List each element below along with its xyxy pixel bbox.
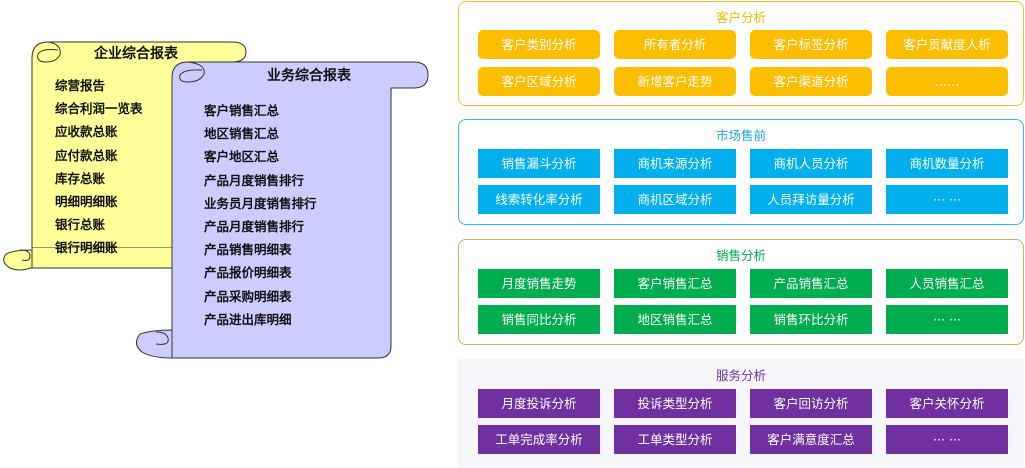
enterprise-report-item[interactable]: 综合利润一览表 (55, 101, 143, 117)
report-scrolls-graphic (3, 41, 429, 359)
business-report-item[interactable]: 产品进出库明细 (204, 311, 292, 327)
analysis-tile[interactable]: 客户标签分析 (750, 30, 872, 59)
enterprise-report-item[interactable]: 综营报告 (55, 78, 106, 93)
analysis-tile[interactable]: 客户渠道分析 (750, 67, 872, 96)
analysis-tile[interactable]: 客户回访分析 (750, 389, 872, 418)
analysis-tile[interactable]: 客户关怀分析 (886, 389, 1008, 418)
analysis-tile[interactable]: 新增客户走势 (614, 67, 736, 96)
market-presales-panel: 市场售前 销售漏斗分析 商机来源分析 商机人员分析 商机数量分析 线索转化率分析… (458, 119, 1024, 225)
more-tile[interactable]: …… (886, 67, 1008, 96)
analysis-tile[interactable]: 线索转化率分析 (478, 185, 600, 214)
enterprise-report-item[interactable]: 银行明细账 (55, 240, 118, 256)
analysis-tile[interactable]: 客户贡献度人析 (886, 30, 1008, 59)
enterprise-report-list: 综营报告 综合利润一览表 应收款总账 应付款总账 库存总账 明细明细账 银行总账… (55, 74, 143, 260)
analysis-tile[interactable]: 工单完成率分析 (478, 425, 600, 454)
analysis-tile[interactable]: 商机人员分析 (750, 149, 872, 178)
analysis-tile[interactable]: 销售漏斗分析 (478, 149, 600, 178)
analysis-tile[interactable]: 所有者分析 (614, 30, 736, 59)
analysis-tile[interactable]: 客户类别分析 (478, 30, 600, 59)
analysis-tile[interactable]: 商机区域分析 (614, 185, 736, 214)
panel-title: 市场售前 (715, 128, 766, 143)
enterprise-report-item[interactable]: 明细明细账 (55, 193, 118, 209)
panel-title: 客户分析 (715, 10, 766, 25)
more-tile[interactable]: ··· ··· (886, 185, 1008, 214)
analysis-tile[interactable]: 客户区域分析 (478, 67, 600, 96)
analysis-tile[interactable]: 商机数量分析 (886, 149, 1008, 178)
enterprise-report-item[interactable]: 库存总账 (55, 170, 106, 186)
business-report-item[interactable]: 客户销售汇总 (204, 103, 280, 118)
analysis-tile[interactable]: 商机来源分析 (614, 149, 736, 178)
business-report-item[interactable]: 客户地区汇总 (204, 149, 280, 165)
customer-analysis-panel: 客户分析 客户类别分析 所有者分析 客户标签分析 客户贡献度人析 客户区域分析 … (458, 1, 1024, 106)
more-tile[interactable]: ··· ··· (886, 305, 1008, 334)
analysis-tile[interactable]: 投诉类型分析 (614, 389, 736, 418)
analysis-tile[interactable]: 地区销售汇总 (614, 305, 736, 334)
business-report-title: 业务综合报表 (267, 68, 351, 84)
enterprise-report-item[interactable]: 银行总账 (55, 217, 106, 233)
service-analysis-panel: 服务分析 月度投诉分析 投诉类型分析 客户回访分析 客户关怀分析 工单完成率分析… (458, 359, 1024, 468)
analysis-tile[interactable]: 客户满意度汇总 (750, 425, 872, 454)
business-report-item[interactable]: 产品月度销售排行 (204, 172, 305, 188)
business-report-item[interactable]: 地区销售汇总 (204, 126, 280, 142)
business-report-item[interactable]: 产品报价明细表 (204, 265, 292, 281)
analysis-tile[interactable]: 月度销售走势 (478, 269, 600, 298)
analysis-tile[interactable]: 人员拜访量分析 (750, 185, 872, 214)
business-report-item[interactable]: 业务员月度销售排行 (204, 195, 317, 211)
analysis-tile[interactable]: 销售环比分析 (750, 305, 872, 334)
more-tile[interactable]: ··· ··· (886, 425, 1008, 454)
enterprise-report-item[interactable]: 应收款总账 (55, 124, 118, 140)
enterprise-report-item[interactable]: 应付款总账 (55, 147, 118, 163)
analysis-tile[interactable]: 人员销售汇总 (886, 269, 1008, 298)
sales-analysis-panel: 销售分析 月度销售走势 客户销售汇总 产品销售汇总 人员销售汇总 销售同比分析 … (458, 239, 1024, 345)
business-report-scroll-shape (136, 61, 429, 359)
analysis-tile[interactable]: 月度投诉分析 (478, 389, 600, 418)
analysis-tile[interactable]: 客户销售汇总 (614, 269, 736, 298)
enterprise-report-title: 企业综合报表 (94, 46, 178, 62)
business-report-item[interactable]: 产品销售明细表 (204, 242, 292, 258)
business-report-item[interactable]: 产品月度销售排行 (204, 218, 305, 234)
panel-title: 销售分析 (715, 248, 766, 263)
panel-title: 服务分析 (715, 368, 766, 383)
analysis-tile[interactable]: 产品销售汇总 (750, 269, 872, 298)
analysis-tile[interactable]: 销售同比分析 (478, 305, 600, 334)
business-report-list: 客户销售汇总 地区销售汇总 客户地区汇总 产品月度销售排行 业务员月度销售排行 … (204, 99, 317, 331)
analysis-tile[interactable]: 工单类型分析 (614, 425, 736, 454)
business-report-item[interactable]: 产品采购明细表 (204, 288, 292, 304)
